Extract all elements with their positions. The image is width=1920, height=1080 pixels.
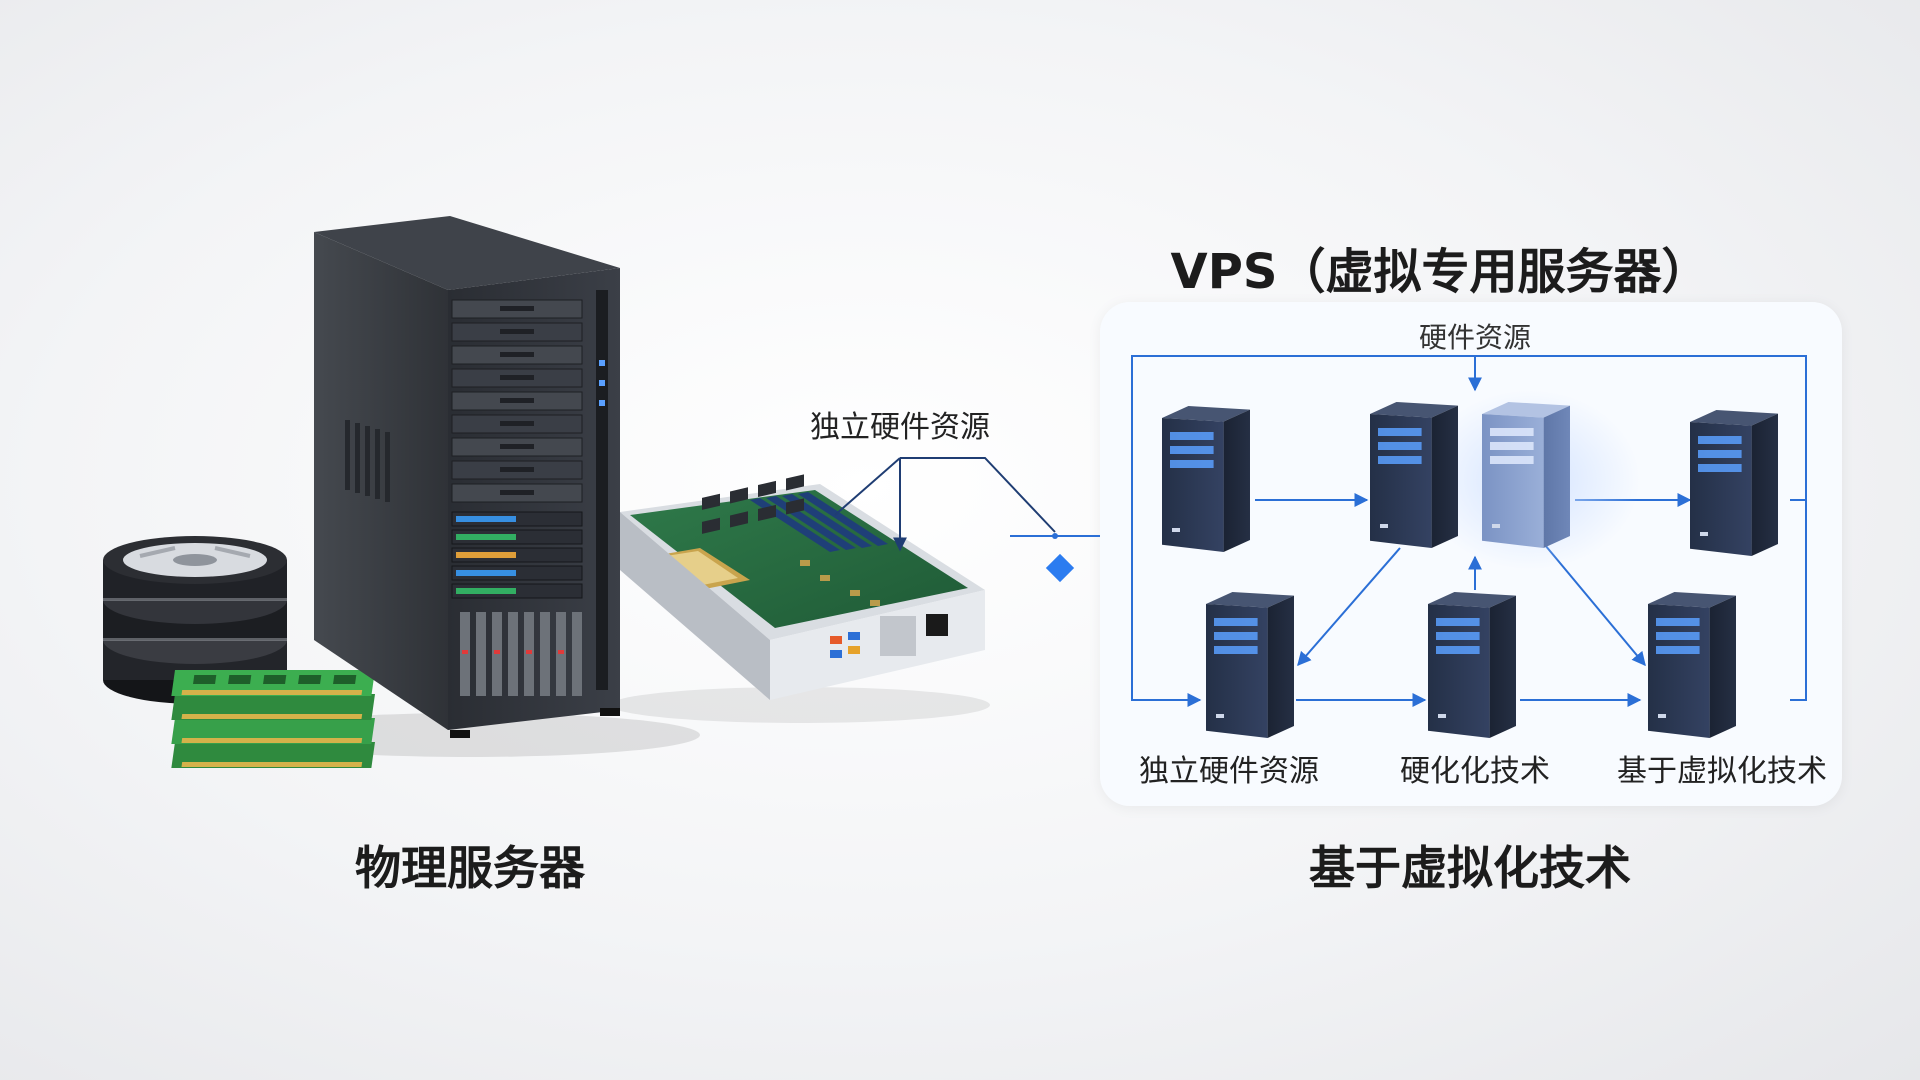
server-icon	[1370, 402, 1458, 548]
bottom-label-hardening-tech: 硬化化技术	[1400, 754, 1550, 789]
vps-servers	[1162, 402, 1778, 738]
server-icon	[1162, 406, 1250, 552]
disk-stack-icon	[103, 536, 287, 704]
server-icon	[1648, 592, 1736, 738]
bottom-label-virtualization-tech: 基于虚拟化技术	[1617, 754, 1827, 789]
connector-diamond-icon	[1010, 533, 1100, 583]
motherboard-icon	[620, 474, 985, 700]
vps-title: VPS（虚拟专用服务器）	[1170, 244, 1710, 300]
hardware-label-connectors	[834, 457, 1056, 552]
hardware-label: 独立硬件资源	[810, 410, 990, 445]
panel-top-label: 硬件资源	[1418, 321, 1531, 354]
server-icon	[1482, 402, 1570, 548]
physical-server-caption: 物理服务器	[355, 841, 585, 895]
server-icon	[1428, 592, 1516, 738]
ram-modules-icon	[171, 670, 375, 768]
bottom-label-independent-hardware: 独立硬件资源	[1139, 754, 1319, 789]
vps-caption: 基于虚拟化技术	[1309, 841, 1631, 895]
server-icon	[1690, 410, 1778, 556]
tower-server-icon	[314, 216, 620, 738]
server-icon	[1206, 592, 1294, 738]
